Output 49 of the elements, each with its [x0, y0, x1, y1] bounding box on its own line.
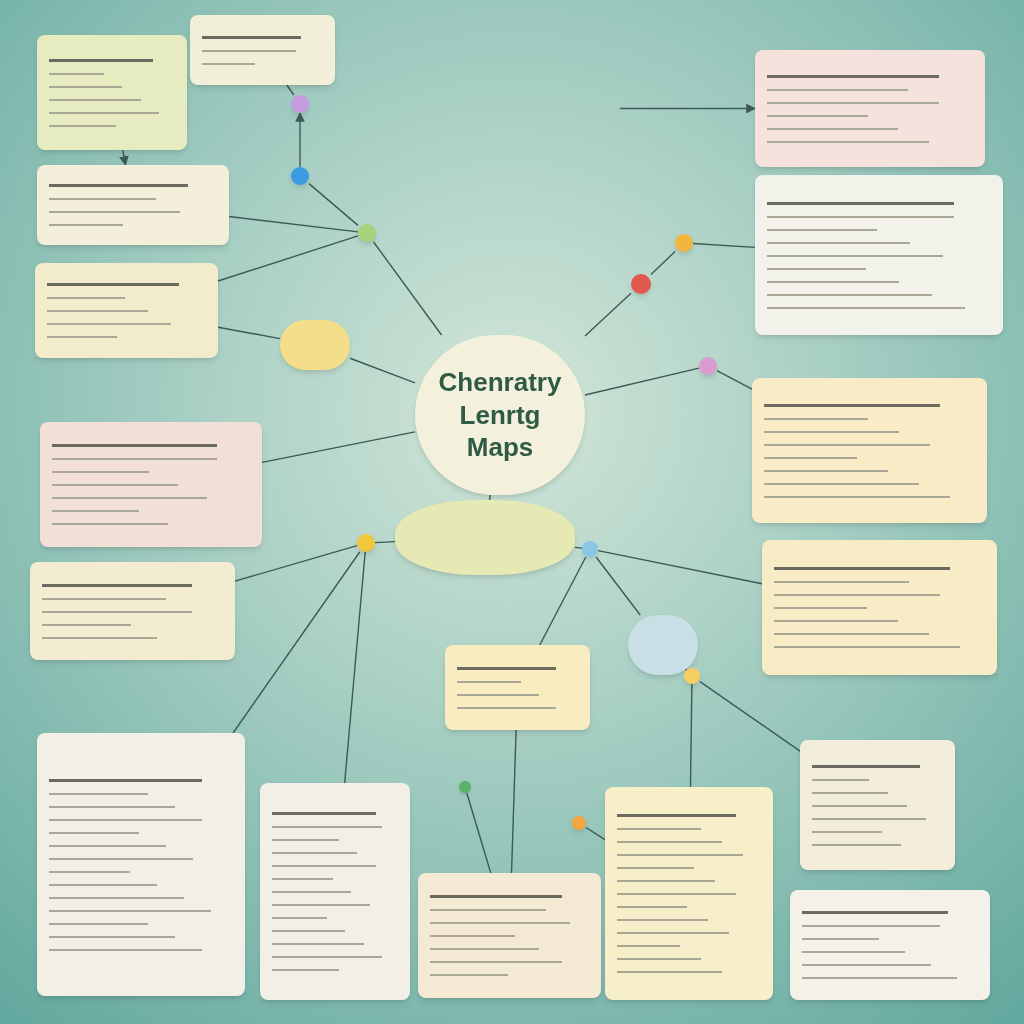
note-card — [37, 35, 187, 150]
connector-line — [286, 84, 295, 96]
note-card — [260, 783, 410, 1000]
arrow — [119, 149, 129, 166]
note-card — [30, 562, 235, 660]
connector-line — [584, 367, 700, 396]
connector-line — [699, 680, 801, 752]
connector-line — [217, 326, 281, 340]
connector-line — [574, 546, 583, 549]
connector-line — [510, 729, 517, 874]
connector-line — [217, 235, 359, 282]
connector-line — [597, 549, 763, 585]
title-text: Chenratry Lenrtg Maps — [437, 366, 563, 464]
connector-line — [232, 551, 361, 734]
connector-line — [689, 683, 693, 788]
note-card — [752, 378, 987, 523]
connector-line — [374, 540, 396, 544]
note-card — [35, 263, 218, 358]
arrow — [295, 112, 305, 168]
connector-line — [466, 792, 492, 874]
connector-line — [261, 431, 416, 464]
cloud-bubble — [395, 500, 575, 575]
note-card — [790, 890, 990, 1000]
note-card — [37, 165, 229, 245]
connector-line — [584, 292, 632, 337]
note-card — [445, 645, 590, 730]
connector-line — [585, 826, 606, 841]
connector-line — [692, 242, 756, 249]
connector-line — [650, 250, 676, 276]
arrow — [619, 103, 756, 114]
note-card — [800, 740, 955, 870]
note-card — [40, 422, 262, 547]
connector-line — [488, 494, 491, 501]
note-card — [755, 175, 1003, 335]
note-card — [418, 873, 601, 998]
connector-line — [349, 357, 416, 384]
connector-line — [372, 241, 443, 336]
note-card — [755, 50, 985, 167]
connector-line — [539, 556, 587, 646]
connector-line — [343, 551, 366, 784]
connector-line — [228, 215, 359, 233]
connector-line — [234, 544, 358, 582]
note-card — [762, 540, 997, 675]
note-card — [605, 787, 773, 1000]
note-card — [190, 15, 335, 85]
note-card — [37, 733, 245, 996]
connector-line — [595, 556, 641, 616]
connector-line — [716, 370, 753, 390]
connector-line — [308, 182, 359, 227]
